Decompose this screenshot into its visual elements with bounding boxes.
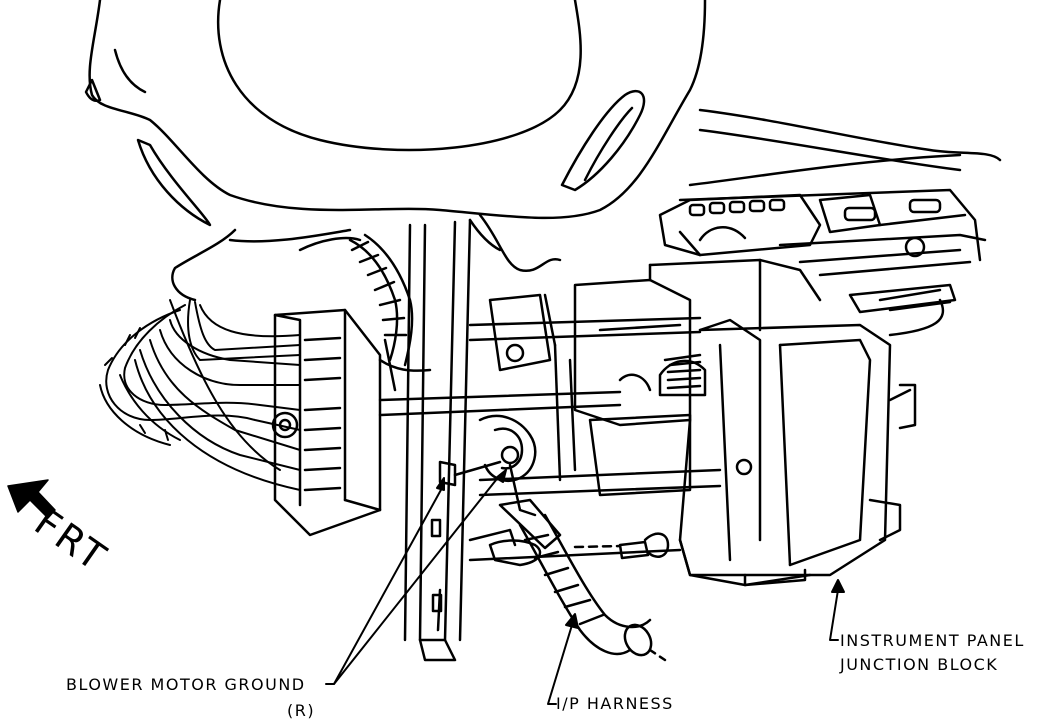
left-connector bbox=[271, 308, 382, 537]
ip-junction-block-label-line2: JUNCTION BLOCK bbox=[840, 655, 999, 674]
ip-harness-cable bbox=[468, 498, 667, 662]
dash-cowl bbox=[84, 0, 707, 302]
front-arrow-icon bbox=[7, 479, 56, 519]
blower-motor-ground-label: BLOWER MOTOR GROUND bbox=[66, 675, 306, 694]
support-bracket bbox=[403, 218, 502, 662]
mounting-bolt bbox=[573, 532, 670, 560]
ip-harness-label: I/P HARNESS bbox=[556, 694, 674, 713]
ground-eyelet bbox=[438, 414, 537, 517]
harness-wrap-upper bbox=[298, 233, 432, 392]
blower-motor-ground-code: (R) bbox=[287, 701, 316, 720]
leader-lines bbox=[325, 469, 845, 705]
wire-bundle-left bbox=[99, 299, 301, 491]
ip-junction-block-label-line1: INSTRUMENT PANEL bbox=[840, 631, 1025, 650]
ip-junction-block bbox=[553, 258, 917, 587]
instrument-panel-right bbox=[658, 108, 1002, 337]
